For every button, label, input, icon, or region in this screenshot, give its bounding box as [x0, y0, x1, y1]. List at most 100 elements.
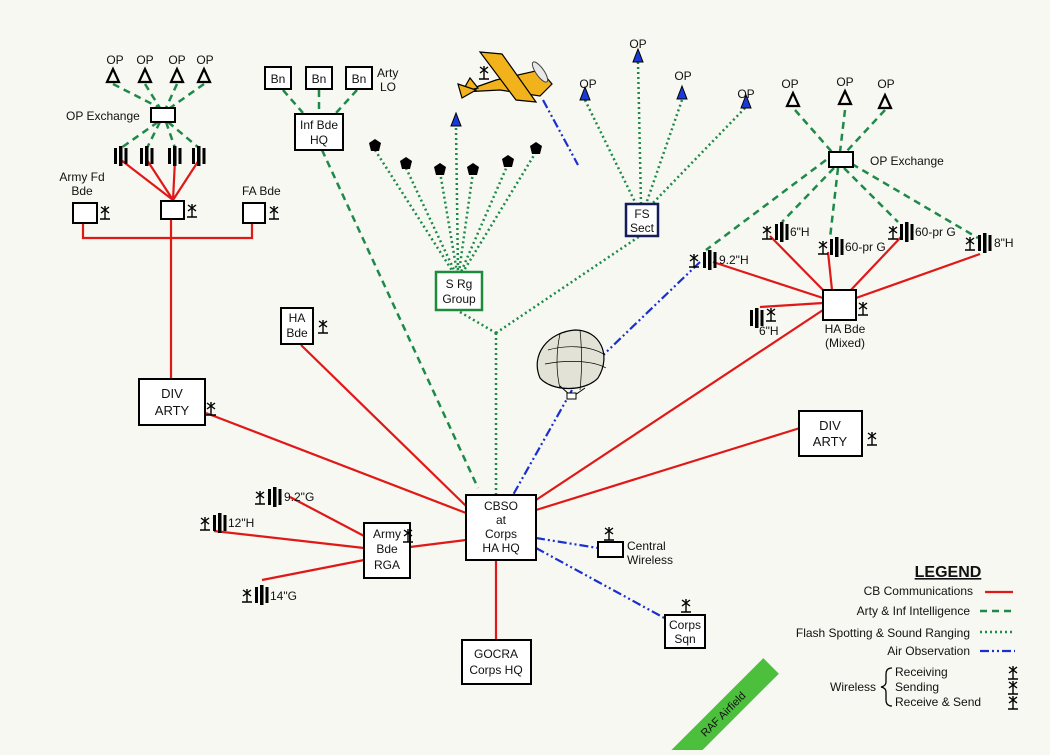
gun-label: 6"H [790, 225, 810, 239]
op-triangle-icon [169, 67, 185, 84]
cbso-box [465, 494, 537, 561]
gocra-label: GOCRA [474, 647, 518, 661]
gun-icon [114, 146, 128, 166]
op-label: OP [629, 37, 646, 51]
gun-icon [192, 146, 206, 166]
receiving-antenna-icon [887, 225, 899, 240]
arty-lo-label: LO [380, 80, 396, 94]
receiving-antenna-icon [268, 205, 280, 220]
cbso-label: CBSO [484, 499, 518, 513]
gun-icon [140, 146, 154, 166]
gun-icon [255, 585, 269, 605]
raf-airfield-label: RAF Airfield [699, 690, 749, 740]
receive-send-antenna-icon [1007, 695, 1019, 710]
op-label: OP [106, 53, 123, 67]
ha-bde-mixed-group: OP OP OP OP Exchange 9.2"H 6"H 60-pr G 6… [688, 75, 1014, 350]
ha-bde-mixed-box [822, 289, 857, 321]
receiving-antenna-icon [317, 319, 329, 334]
fa-bde-label: FA Bde [242, 184, 281, 198]
central-wireless-box [597, 541, 624, 558]
op-exchange-box [828, 151, 854, 168]
gocra-box [461, 639, 532, 685]
central-wireless-label: Central [627, 539, 666, 553]
bn-label: Bn [352, 72, 367, 86]
wireless-group: Central Wireless RAF Airfield Corps Sqn [597, 526, 779, 755]
receive-send-antenna-icon [603, 526, 615, 541]
div-arty-box [798, 410, 863, 457]
microphone-icon [530, 142, 542, 154]
op-triangle-icon [105, 67, 121, 84]
gun-label: 8"H [994, 236, 1014, 250]
gun-label: 60-pr G [845, 240, 886, 254]
inf-bde-hq-box [294, 113, 344, 151]
ha-bde-label: Bde [286, 326, 308, 340]
gun-icon [703, 250, 717, 270]
fs-sect-label: Sect [630, 221, 655, 235]
receive-send-antenna-icon [680, 598, 692, 613]
op-label: OP [196, 53, 213, 67]
receiving-antenna-icon [857, 301, 869, 316]
intelligence-lines [112, 82, 979, 489]
fs-sect-box [624, 202, 660, 238]
sending-antenna-icon [478, 65, 490, 80]
fs-sect-group: OP OP OP OP FS Sect [579, 37, 755, 238]
inf-bde-hq-label: HQ [310, 133, 328, 147]
receiving-antenna-icon [817, 240, 829, 255]
army-bde-rga-label: Bde [376, 542, 398, 556]
air-observation-lines [512, 99, 701, 621]
div-arty-box [138, 378, 206, 426]
microphone-icon [467, 163, 479, 175]
legend-label: CB Communications [864, 584, 973, 598]
receiving-antenna-icon [199, 516, 211, 531]
microphone-icon [400, 157, 412, 169]
div-arty-label: DIV [819, 418, 841, 433]
bn-label: Bn [271, 72, 286, 86]
receiving-antenna-icon [186, 203, 198, 218]
legend-label: Flash Spotting & Sound Ranging [796, 626, 970, 640]
op-exchange-label: OP Exchange [870, 154, 944, 168]
receiving-antenna-icon [866, 431, 878, 446]
central-wireless-label: Wireless [627, 553, 673, 567]
cbso-label: HA HQ [482, 541, 519, 555]
flash-op-icon [450, 112, 462, 127]
gun-label: 6"H [759, 324, 779, 338]
wireless-item-label: Receiving [895, 665, 948, 679]
wireless-item-label: Receive & Send [895, 695, 981, 709]
receiving-antenna-icon [1007, 665, 1019, 680]
gun-icon [213, 513, 227, 533]
raf-airfield-strip [667, 658, 779, 755]
op-triangle-icon [785, 91, 801, 108]
army-bde-rga-group: 9.2"G 12"H 14"G Army Bde RGA [199, 487, 414, 605]
op-label: OP [781, 77, 798, 91]
fs-sect-label: FS [634, 207, 649, 221]
gun-label: 14"G [270, 589, 297, 603]
ha-bde-box [280, 307, 314, 345]
inf-bde-group: Bn Bn Bn Arty LO Inf Bde HQ [264, 66, 398, 151]
gun-label: 9.2"H [719, 253, 749, 267]
ha-bde-group: HA Bde [280, 307, 329, 345]
sending-antenna-icon [1007, 680, 1019, 695]
corps-sqn-label: Sqn [674, 632, 695, 646]
airplane-icon [457, 51, 553, 103]
op-exchange-box [150, 107, 176, 123]
op-label: OP [877, 77, 894, 91]
gun-icon [168, 146, 182, 166]
receiving-antenna-icon [765, 307, 777, 322]
bn-label: Bn [312, 72, 327, 86]
fd-bde-box [160, 200, 185, 220]
receiving-antenna-icon [99, 205, 111, 220]
inf-bde-hq-label: Inf Bde [300, 118, 338, 132]
army-fd-bde-label: Army Fd [59, 170, 104, 184]
legend-brace [880, 667, 893, 707]
div-arty-label: ARTY [155, 403, 190, 418]
gun-icon [775, 222, 789, 242]
sound-ranging-group: S Rg Group [369, 112, 542, 312]
op-triangle-icon [877, 93, 893, 110]
gun-icon [268, 487, 282, 507]
army-bde-rga-box [363, 522, 411, 579]
gocra-label: Corps HQ [469, 663, 522, 677]
cbso-label: Corps [485, 527, 517, 541]
microphone-icon [434, 163, 446, 175]
gun-label: 12"H [228, 516, 254, 530]
